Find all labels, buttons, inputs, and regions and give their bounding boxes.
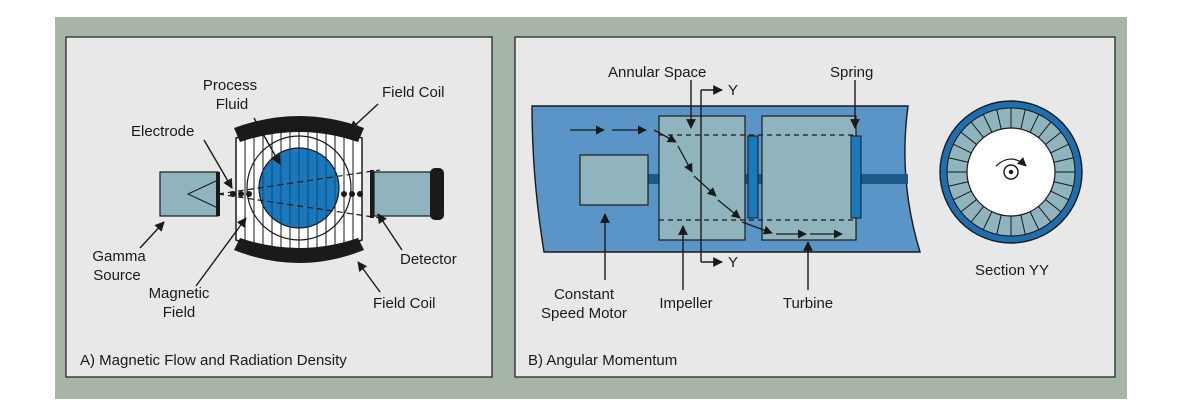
- turbine-vane: [996, 214, 1002, 235]
- field-coil-bottom: [234, 238, 364, 263]
- panel-b-leaders: [600, 80, 860, 290]
- panel-b-caption: B) Angular Momentum: [528, 352, 677, 369]
- constant-speed-motor: [579, 154, 649, 206]
- field-coil-top: [234, 116, 364, 142]
- flow-arrows: [570, 125, 843, 239]
- section-yy: [939, 100, 1083, 244]
- turbine-vane: [1053, 181, 1074, 187]
- turbine: [761, 115, 857, 241]
- turbine-vane: [1038, 121, 1052, 138]
- turbine-vane: [1050, 143, 1069, 154]
- label-impeller: Impeller: [659, 295, 712, 312]
- turbine-vane: [953, 190, 972, 201]
- turbine-vane: [1045, 131, 1062, 145]
- radiation-beam-top: [217, 169, 381, 195]
- turbine-vane: [970, 206, 984, 223]
- radiation-beam-bottom: [217, 193, 381, 219]
- shaft-section: [1003, 164, 1019, 180]
- label-constant: Constant: [554, 286, 615, 303]
- electrodes: [230, 191, 363, 197]
- turbine-vane: [948, 181, 969, 187]
- label-gamma: Gamma: [92, 248, 146, 265]
- label-section-yy: Section YY: [975, 262, 1049, 279]
- label-spring: Spring: [830, 64, 873, 81]
- turbine-vane: [960, 199, 977, 213]
- label-y-bottom: Y: [728, 254, 738, 271]
- turbine-vane: [1029, 114, 1040, 133]
- meter-body: [217, 116, 381, 263]
- panel-a-leaders: [139, 103, 403, 293]
- turbine-vane: [1050, 190, 1069, 201]
- turbine-vane: [1053, 157, 1074, 163]
- label-y-top: Y: [728, 82, 738, 99]
- turbine-vane: [1045, 199, 1062, 213]
- turbine-vane: [996, 109, 1002, 130]
- label-speed-motor: Speed Motor: [541, 305, 627, 322]
- label-field-coil-bottom: Field Coil: [373, 295, 436, 312]
- turbine-vane: [1029, 211, 1040, 230]
- label-detector: Detector: [400, 251, 457, 268]
- label-turbine: Turbine: [783, 295, 833, 312]
- label-annular-space: Annular Space: [608, 64, 706, 81]
- detector: [370, 168, 444, 220]
- label-magnetic: Magnetic: [149, 285, 210, 302]
- label-process: Process: [203, 77, 257, 94]
- label-source: Source: [93, 267, 141, 284]
- label-electrode: Electrode: [131, 123, 194, 140]
- panel-a: Process Fluid Field Coil Electrode Gamma…: [65, 36, 493, 378]
- turbine-vane: [960, 131, 977, 145]
- rotation-arrow: [995, 157, 1027, 167]
- panel-a-caption: A) Magnetic Flow and Radiation Density: [80, 352, 347, 369]
- turbine-vane: [970, 121, 984, 138]
- turbine-vane: [982, 211, 993, 230]
- label-field: Field: [163, 304, 196, 321]
- turbine-vane: [1020, 109, 1026, 130]
- panel-b: Annular Space Y Y Spring Constant Speed …: [514, 36, 1116, 378]
- turbine-vane: [982, 114, 993, 133]
- turbine-vane: [948, 157, 969, 163]
- gamma-source: [159, 171, 220, 217]
- label-field-coil-top: Field Coil: [382, 84, 445, 101]
- turbine-vane: [1020, 214, 1026, 235]
- turbine-vane: [1038, 206, 1052, 223]
- turbine-vane: [953, 143, 972, 154]
- impeller-bearing: [747, 135, 759, 219]
- label-fluid: Fluid: [216, 96, 249, 113]
- spring: [850, 135, 862, 219]
